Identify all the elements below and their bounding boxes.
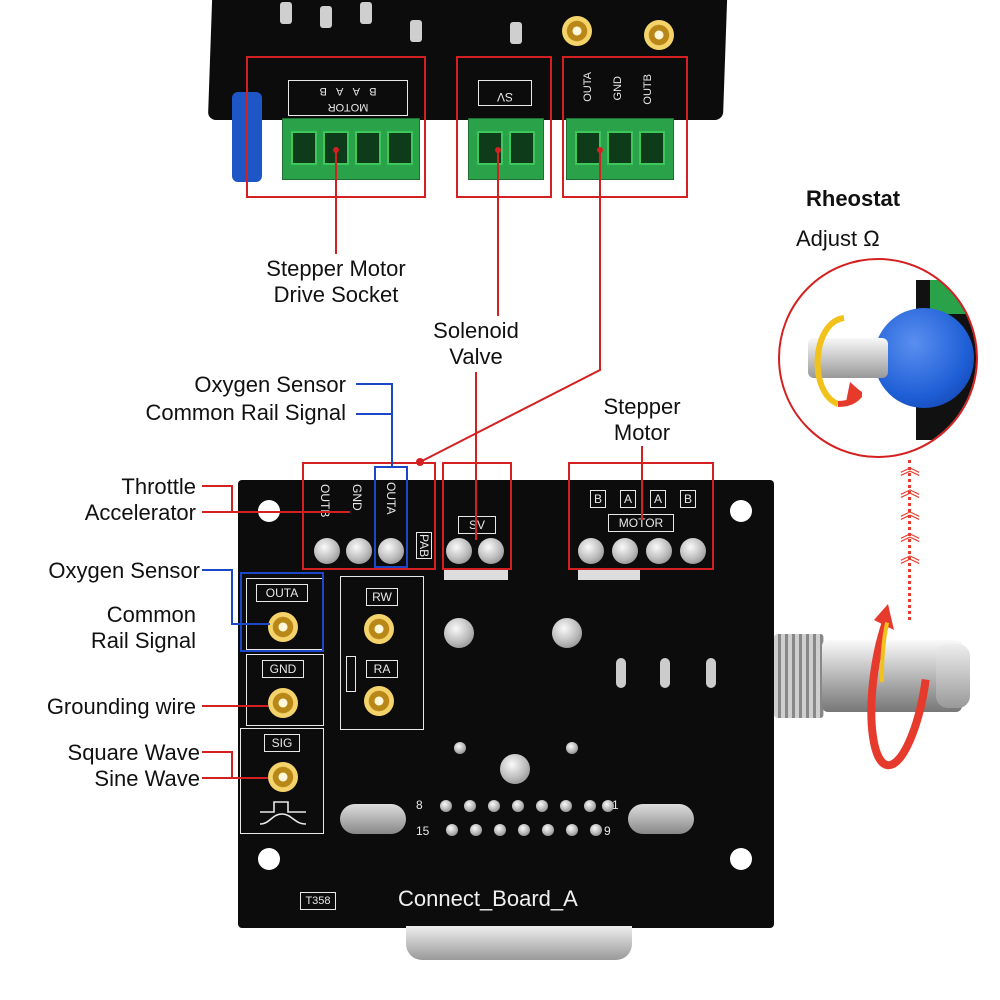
silk-pin1: 1 xyxy=(612,798,619,812)
wave-symbol-icon xyxy=(259,801,307,825)
pad-misc-2 xyxy=(552,618,582,648)
silk-a1: A xyxy=(620,490,636,508)
pad-motor-b1 xyxy=(578,538,604,564)
pad-motor-b2 xyxy=(680,538,706,564)
silk-pin8: 8 xyxy=(416,798,423,812)
label-sine-wave: Sine Wave xyxy=(94,766,200,791)
silk-box-sig xyxy=(240,728,324,834)
silk-gnd: GND xyxy=(350,484,364,511)
mount-hole-br xyxy=(730,848,752,870)
callout-box-output-socket xyxy=(562,56,688,198)
via-2 xyxy=(566,742,578,754)
pad-misc-3 xyxy=(500,754,530,784)
silk-pin9: 9 xyxy=(604,824,611,838)
label-common-rail: Common Rail Signal xyxy=(90,602,196,653)
silk-b2: B xyxy=(680,490,696,508)
top-gold-socket-1 xyxy=(562,16,592,46)
jack-ra xyxy=(364,686,394,716)
output-terminal-block xyxy=(566,118,674,180)
db15-pins xyxy=(436,798,616,840)
silk-pab: PAB xyxy=(416,532,432,560)
rheostat-circle xyxy=(778,258,978,458)
pot-shaft-tip xyxy=(936,644,970,708)
pad-outa xyxy=(378,538,404,564)
silk-box-gnd xyxy=(246,654,324,726)
silk-a2: A xyxy=(650,490,666,508)
jack-sig xyxy=(268,762,298,792)
via-1 xyxy=(454,742,466,754)
mount-hole-bl xyxy=(258,848,280,870)
slot-2 xyxy=(660,658,670,688)
db-connector xyxy=(406,926,632,960)
label-grounding: Grounding wire xyxy=(46,694,196,719)
db15-oval-left xyxy=(340,804,406,834)
label-throttle: Throttle Accelerator xyxy=(84,474,196,525)
jack-gnd xyxy=(268,688,298,718)
slot-3 xyxy=(706,658,716,688)
jack-rw xyxy=(364,614,394,644)
pad-misc-1 xyxy=(444,618,474,648)
silk-gnd-left: GND xyxy=(262,660,304,678)
db15-oval-right xyxy=(628,804,694,834)
silk-box-rheostat xyxy=(340,576,424,730)
mount-hole-tr xyxy=(730,500,752,522)
label-oxygen-top: Oxygen Sensor Common Rail Signal xyxy=(145,372,346,425)
rotation-arrow-icon xyxy=(867,582,936,770)
pot-thread xyxy=(774,634,824,718)
callout-box-solenoid-socket xyxy=(456,56,552,198)
silk-ra: RA xyxy=(366,660,398,678)
slot-1 xyxy=(616,658,626,688)
motor-terminal-block xyxy=(282,118,420,180)
pad-outb xyxy=(314,538,340,564)
callout-box-outputs xyxy=(302,462,436,570)
label-stepper-motor: Stepper Motor xyxy=(603,394,681,445)
pad-gnd xyxy=(346,538,372,564)
rheostat-title: Rheostat xyxy=(806,186,901,211)
silk-board-code: T358 xyxy=(300,892,336,910)
label-square-wave: Square Wave xyxy=(67,740,200,765)
callout-box-outa xyxy=(374,466,408,568)
silk-rw: RW xyxy=(366,588,398,606)
solenoid-terminal-block xyxy=(468,118,544,180)
silk-outb: OUTB xyxy=(318,484,332,518)
dotted-line xyxy=(908,460,911,620)
tab-sv xyxy=(444,570,508,580)
jack-outa xyxy=(268,612,298,642)
silk-sig: SIG xyxy=(264,734,300,752)
pad-motor-a1 xyxy=(612,538,638,564)
pad-sv-1 xyxy=(446,538,472,564)
label-oxygen-left: Oxygen Sensor xyxy=(48,558,200,583)
resistor-symbol-icon xyxy=(346,656,356,692)
silk-pin15: 15 xyxy=(416,824,430,838)
callout-box-outa-left xyxy=(240,572,324,652)
label-solenoid: Solenoid Valve xyxy=(433,318,519,369)
label-stepper-socket: Stepper Motor Drive Socket xyxy=(266,256,406,307)
rheostat-subtitle: Adjust Ω xyxy=(796,226,880,251)
board-name: Connect_Board_A xyxy=(398,886,578,911)
top-gold-socket-2 xyxy=(644,20,674,50)
pad-motor-a2 xyxy=(646,538,672,564)
board-pins xyxy=(280,2,540,44)
silk-outa-left: OUTA xyxy=(256,584,308,602)
silk-b1: B xyxy=(590,490,606,508)
pad-sv-2 xyxy=(478,538,504,564)
silk-outa: OUTA xyxy=(384,482,398,515)
tab-motor xyxy=(578,570,640,580)
